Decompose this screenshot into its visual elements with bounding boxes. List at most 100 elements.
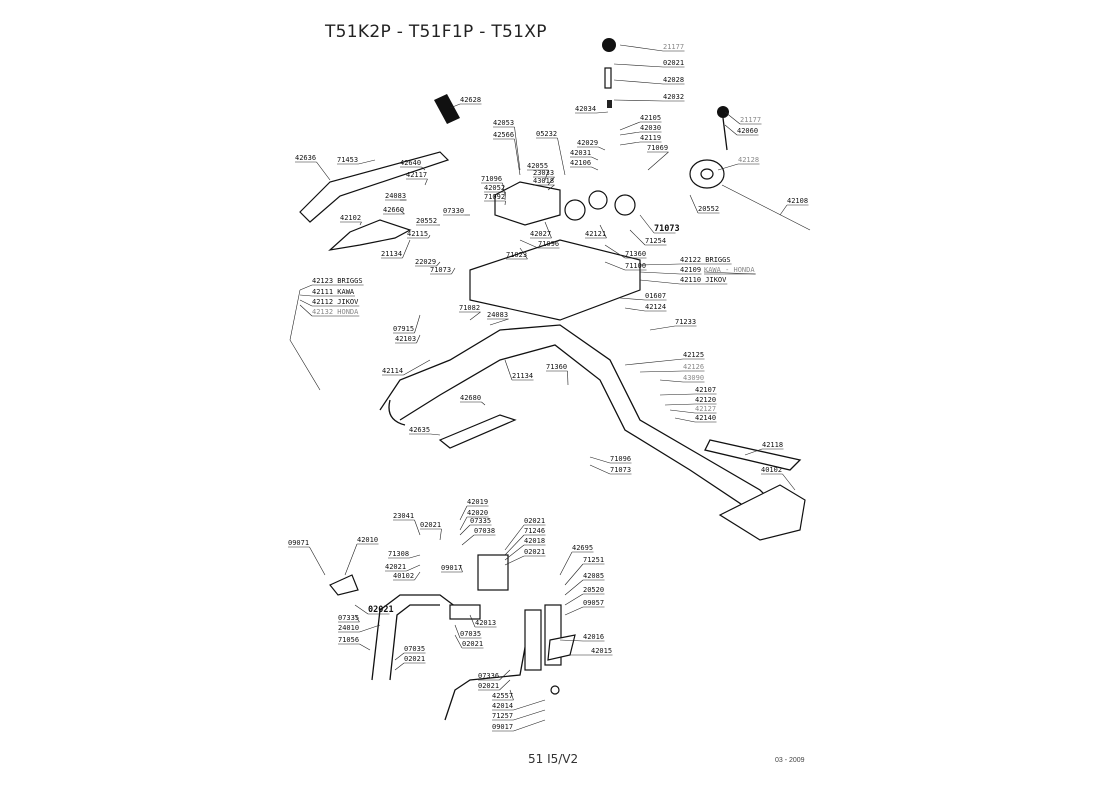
- leader-line: [591, 156, 599, 161]
- leader-line: [414, 571, 421, 581]
- leader-line: [589, 456, 611, 464]
- knob-part: [602, 38, 616, 52]
- leader-line: [424, 178, 428, 186]
- leader-line: [421, 166, 426, 171]
- part-number-label: 42085: [583, 572, 604, 580]
- leader-line: [451, 267, 456, 275]
- leader-line: [599, 224, 607, 239]
- part-number-label: 42121: [585, 230, 606, 238]
- part-number-label: 42640: [400, 159, 421, 167]
- part-number-label: 42015: [591, 647, 612, 655]
- part-number-label: 42122 BRIGGS: [680, 256, 731, 264]
- leader-line: [604, 244, 626, 259]
- part-number-label: 71233: [675, 318, 696, 326]
- part-number-label: 71073: [654, 224, 680, 234]
- bracket-part: [477, 554, 509, 591]
- part-number-label: 42103: [395, 335, 416, 343]
- leader-line: [504, 359, 513, 381]
- leader-line: [744, 448, 763, 456]
- part-number-label: 71096: [481, 175, 502, 183]
- leader-line: [619, 44, 664, 52]
- leader-line: [504, 544, 525, 561]
- leader-line: [499, 679, 511, 691]
- part-number-label: 21134: [381, 250, 402, 258]
- leader-line: [359, 643, 371, 651]
- part-number-label: 71308: [388, 550, 409, 558]
- part-number-label: 42123 BRIGGS: [312, 277, 363, 285]
- gear2-part: [588, 190, 608, 210]
- leader-line: [454, 624, 461, 639]
- leader-line: [619, 131, 641, 136]
- part-number-label: 42115: [407, 230, 428, 238]
- leader-line: [428, 234, 431, 239]
- part-number-label: 71096: [538, 240, 559, 248]
- part-number-label: 07336: [478, 672, 499, 680]
- parts-sheet: [270, 0, 830, 800]
- part-number-label: 71069: [647, 144, 668, 152]
- base-plate-part: [469, 239, 641, 321]
- part-number-label: 07335: [470, 517, 491, 525]
- leader-line: [559, 551, 573, 576]
- part-number-label: 71360: [546, 363, 567, 371]
- lower-handle-inner-part: [389, 604, 440, 681]
- leader-line: [394, 662, 405, 671]
- part-number-label: 42016: [583, 633, 604, 641]
- leader-line: [703, 271, 756, 275]
- part-number-label: 42695: [572, 544, 593, 552]
- leader-line: [567, 370, 569, 386]
- leader-line: [669, 409, 696, 414]
- leader-line: [459, 524, 471, 536]
- leader-line: [619, 141, 641, 146]
- part-number-label: 23041: [393, 512, 414, 520]
- part-number-label: 07335: [338, 614, 359, 622]
- part-number-label: 24010: [338, 624, 359, 632]
- part-number-label: 42120: [695, 396, 716, 404]
- part-number-label: 09057: [583, 599, 604, 607]
- leader-line: [439, 528, 442, 541]
- part-number-label: 71246: [524, 527, 545, 535]
- leader-line: [782, 473, 796, 491]
- leader-line: [344, 543, 358, 576]
- part-number-label: 71023: [506, 251, 527, 259]
- left-handle-part: [328, 219, 412, 251]
- part-number-label: 02021: [663, 59, 684, 67]
- part-number-label: 42566: [493, 131, 514, 139]
- mechanism-part: [494, 181, 561, 226]
- leader-line: [564, 593, 584, 606]
- frame-end-part: [718, 484, 806, 541]
- cable-part: [721, 184, 811, 231]
- part-number-label: 71254: [645, 237, 666, 245]
- part-number-label: 42557: [492, 692, 513, 700]
- part-number-label: 42628: [460, 96, 481, 104]
- part-number-label: 02021: [524, 517, 545, 525]
- leader-line: [414, 519, 421, 536]
- leader-line: [359, 624, 381, 633]
- part-number-label: 21177: [663, 43, 684, 51]
- leader-line: [519, 239, 539, 249]
- part-number-label: 21177: [740, 116, 761, 124]
- leader-line: [547, 176, 555, 186]
- leader-line: [624, 358, 684, 366]
- part-number-label: 71100: [625, 262, 646, 270]
- leader-line: [624, 307, 646, 312]
- leader-line: [504, 555, 525, 566]
- part-number-label: 42018: [524, 537, 545, 545]
- part-number-label: 71360: [625, 250, 646, 258]
- part-number-label: 42034: [575, 105, 596, 113]
- part-number-label: 02021: [524, 548, 545, 556]
- page-title: T51K2P - T51F1P - T51XP: [325, 22, 547, 42]
- part-number-label: 42010: [357, 536, 378, 544]
- cable-left-part: [289, 289, 321, 391]
- part-number-label: 42013: [475, 619, 496, 627]
- leader-line: [469, 614, 476, 628]
- part-number-label: 42127: [695, 405, 716, 413]
- leader-line: [674, 417, 696, 423]
- leader-line: [596, 111, 609, 114]
- leader-line: [629, 229, 646, 246]
- part-number-label: 71257: [492, 712, 513, 720]
- leader-line: [664, 403, 696, 406]
- part-number-label: 42060: [737, 127, 758, 135]
- leader-line: [659, 379, 684, 383]
- leader-line: [358, 159, 376, 165]
